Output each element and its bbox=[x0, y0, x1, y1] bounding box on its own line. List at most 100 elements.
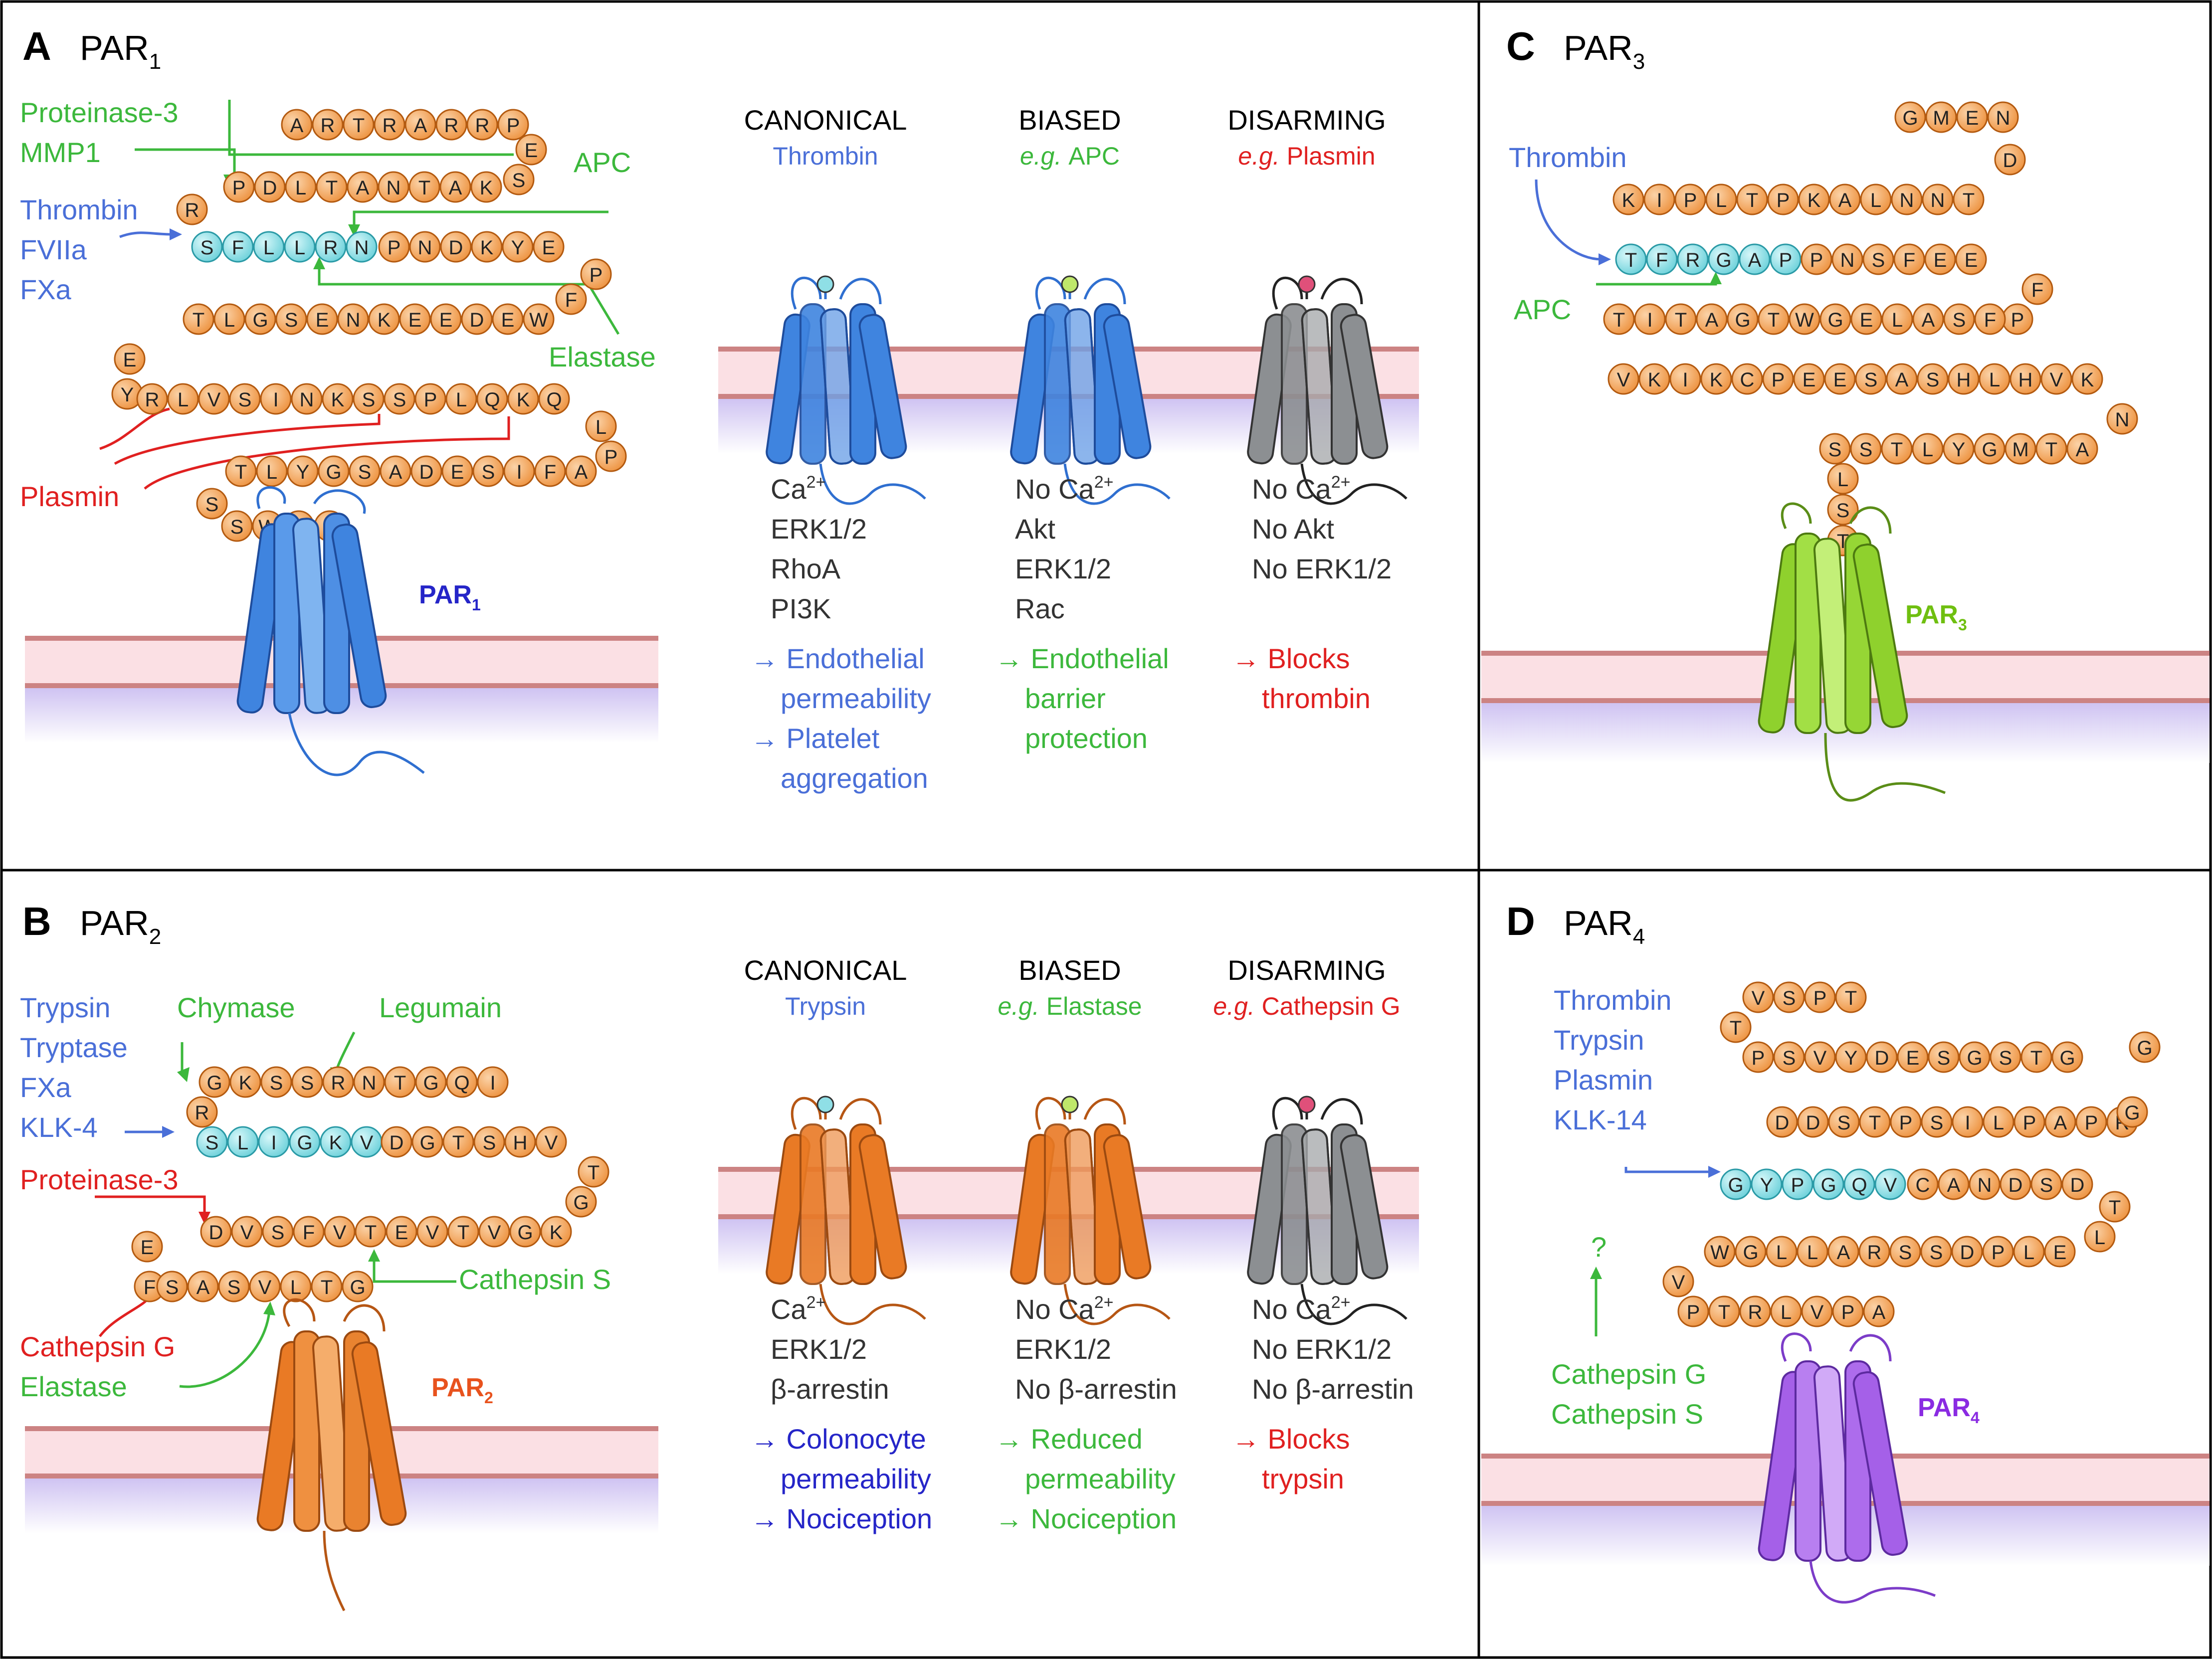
svg-text:L: L bbox=[1892, 309, 1903, 331]
physiological-effect: thrombin bbox=[1262, 683, 1371, 714]
residue-bead: L bbox=[1827, 463, 1859, 495]
residue-bead: E bbox=[306, 303, 338, 335]
svg-text:S: S bbox=[285, 309, 298, 331]
svg-text:S: S bbox=[358, 461, 372, 483]
svg-text:K: K bbox=[1710, 369, 1723, 391]
svg-text:G: G bbox=[1827, 309, 1843, 331]
protease-label: Cathepsin G bbox=[1551, 1358, 1706, 1390]
residue-bead: G bbox=[1894, 101, 1926, 133]
svg-text:I: I bbox=[271, 1132, 276, 1154]
svg-text:E: E bbox=[1966, 107, 1979, 129]
physiological-effect: → Nociception bbox=[995, 1503, 1177, 1534]
svg-text:S: S bbox=[1926, 369, 1940, 391]
residue-bead: R bbox=[176, 193, 208, 225]
svg-text:G: G bbox=[1716, 249, 1731, 271]
residue-bead: V bbox=[231, 1216, 263, 1248]
svg-text:T: T bbox=[1625, 249, 1637, 271]
residue-bead: D bbox=[2000, 1168, 2031, 1200]
panel-b-title: PAR2 bbox=[80, 904, 161, 949]
physiological-effect: → Reduced bbox=[995, 1423, 1143, 1455]
residue-bead: R bbox=[186, 1096, 218, 1128]
residue-bead: T bbox=[225, 455, 257, 487]
protease-label: Trypsin bbox=[20, 992, 111, 1023]
residue-bead: G bbox=[199, 1066, 230, 1098]
svg-text:R: R bbox=[475, 115, 490, 137]
residue-bead: P bbox=[1674, 184, 1706, 215]
svg-text:D: D bbox=[2003, 150, 2017, 172]
residue-bead: I bbox=[1634, 303, 1666, 335]
svg-text:S: S bbox=[227, 1277, 241, 1298]
residue-bead: I bbox=[258, 1126, 290, 1158]
svg-text:K: K bbox=[480, 177, 493, 199]
svg-text:I: I bbox=[1965, 1112, 1970, 1134]
residue-bead: K bbox=[1700, 363, 1732, 395]
svg-text:F: F bbox=[565, 289, 577, 311]
svg-text:S: S bbox=[1937, 1047, 1951, 1069]
residue-bead: G bbox=[318, 455, 350, 487]
residue-bead: A bbox=[1739, 243, 1771, 275]
physiological-effect: → Nociception bbox=[751, 1503, 932, 1534]
residue-bead: S bbox=[353, 383, 385, 415]
svg-text:P: P bbox=[1772, 369, 1785, 391]
residue-bead: G bbox=[1735, 1236, 1767, 1268]
svg-text:T: T bbox=[1963, 189, 1975, 211]
svg-text:E: E bbox=[408, 309, 422, 331]
protease-label: Trypsin bbox=[1554, 1024, 1644, 1056]
residue-bead: K bbox=[1612, 184, 1644, 215]
residue-bead: T bbox=[1736, 184, 1768, 215]
residue-bead: G bbox=[509, 1216, 541, 1248]
svg-text:A: A bbox=[1922, 309, 1935, 331]
svg-text:T: T bbox=[418, 177, 430, 199]
svg-text:L: L bbox=[596, 416, 606, 438]
signal-output: β-arrestin bbox=[771, 1373, 889, 1405]
signal-output: No Ca2+ bbox=[1015, 1293, 1114, 1325]
svg-text:G: G bbox=[423, 1072, 438, 1094]
svg-text:A: A bbox=[1947, 1174, 1961, 1196]
residue-bead: N bbox=[337, 303, 369, 335]
svg-text:D: D bbox=[1875, 1047, 1889, 1069]
residue-bead: R bbox=[1858, 1236, 1890, 1268]
svg-text:Q: Q bbox=[546, 389, 562, 411]
panel-b-receptor bbox=[256, 1298, 407, 1612]
svg-text:N: N bbox=[1840, 249, 1855, 271]
residue-bead: N bbox=[2106, 403, 2138, 435]
residue-bead: T bbox=[1859, 1106, 1891, 1138]
svg-text:E: E bbox=[451, 461, 464, 483]
residue-bead: W bbox=[1789, 303, 1820, 335]
signal-output: No β-arrestin bbox=[1252, 1373, 1414, 1405]
svg-text:T: T bbox=[235, 461, 247, 483]
svg-text:T: T bbox=[2045, 439, 2057, 461]
residue-bead: S bbox=[1827, 494, 1859, 526]
residue-bead: S bbox=[221, 510, 253, 542]
svg-text:V: V bbox=[240, 1222, 254, 1244]
residue-bead: E bbox=[114, 343, 146, 375]
svg-text:T: T bbox=[1891, 439, 1903, 461]
residue-bead: G bbox=[1720, 1168, 1752, 1200]
svg-text:D: D bbox=[470, 309, 484, 331]
residue-bead: T bbox=[1835, 981, 1867, 1013]
residue-bead: E bbox=[1955, 243, 1987, 275]
svg-text:T: T bbox=[588, 1162, 600, 1184]
residue-bead: V bbox=[1801, 1295, 1833, 1327]
mode-title: DISARMING bbox=[1227, 954, 1386, 986]
protease-label: Thrombin bbox=[1554, 984, 1672, 1016]
residue-bead: L bbox=[1983, 1106, 2014, 1138]
svg-text:L: L bbox=[224, 309, 235, 331]
residue-bead: G bbox=[1727, 303, 1759, 335]
residue-bead: D bbox=[1797, 1106, 1829, 1138]
residue-bead: G bbox=[2051, 1041, 2083, 1073]
svg-text:L: L bbox=[1870, 189, 1881, 211]
residue-bead: E bbox=[399, 303, 431, 335]
svg-text:S: S bbox=[1930, 1242, 1943, 1264]
residue-bead: S bbox=[384, 383, 415, 415]
svg-text:R: R bbox=[185, 199, 200, 221]
physiological-effect: → Colonocyte bbox=[751, 1423, 926, 1455]
svg-text:V: V bbox=[545, 1132, 558, 1154]
mode-title: BIASED bbox=[1018, 104, 1121, 136]
svg-text:S: S bbox=[483, 1132, 496, 1154]
svg-text:Y: Y bbox=[121, 384, 134, 406]
residue-bead: G bbox=[244, 303, 276, 335]
residue-bead: E bbox=[441, 455, 473, 487]
residue-bead: S bbox=[1889, 1236, 1921, 1268]
